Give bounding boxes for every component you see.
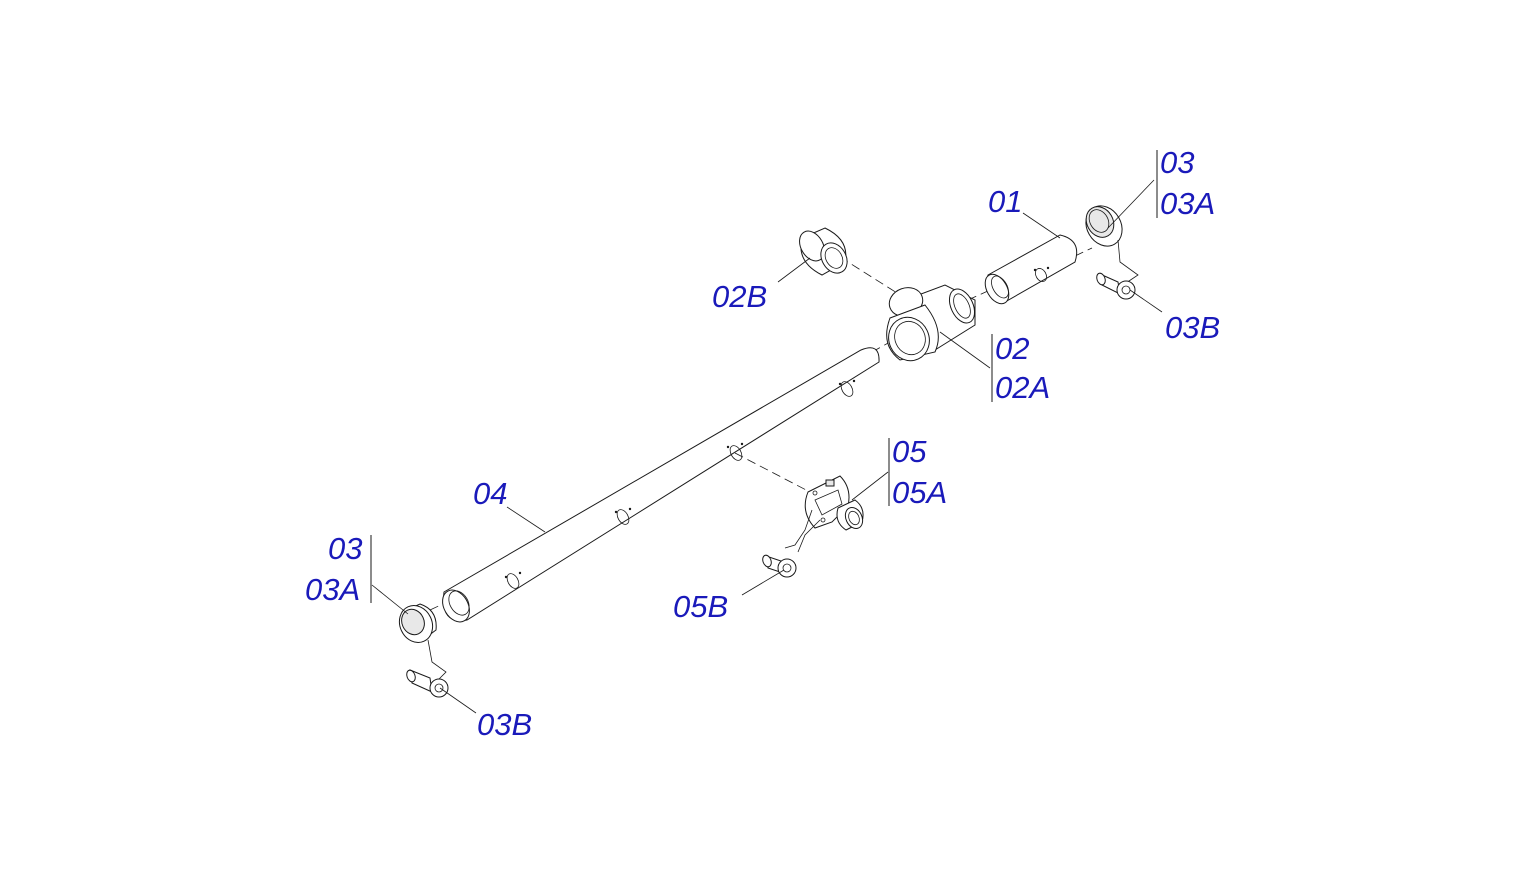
part-04-long-tube <box>442 347 880 623</box>
label-05: 05 <box>892 434 927 469</box>
leader-lines <box>370 150 1163 714</box>
label-03b-right: 03B <box>1165 310 1220 345</box>
part-03-left-end-cap <box>398 603 447 683</box>
label-03a-left: 03A <box>305 572 360 607</box>
label-03b-left: 03B <box>477 707 532 742</box>
label-02: 02 <box>995 331 1029 366</box>
label-03-right: 03 <box>1160 145 1194 180</box>
label-03a-right: 03A <box>1160 186 1215 221</box>
part-02-tee-fitting <box>886 284 976 362</box>
part-05-bracket-nozzle <box>784 475 864 553</box>
label-04: 04 <box>473 476 507 511</box>
label-05b: 05B <box>673 589 728 624</box>
part-02b-sleeve <box>799 227 848 276</box>
part-03b-left-pin <box>406 669 449 698</box>
part-05b-pin <box>762 554 797 578</box>
callout-labels: 01 03 03A 03B 02B 02 02A 05 05A 04 03 03… <box>305 145 1220 742</box>
part-01-short-tube <box>984 234 1078 305</box>
label-02a: 02A <box>995 370 1050 405</box>
label-02b: 02B <box>712 279 767 314</box>
part-03b-right-pin <box>1096 272 1136 300</box>
label-05a: 05A <box>892 475 947 510</box>
part-03-right-end-cap <box>1085 205 1139 284</box>
label-01: 01 <box>988 184 1022 219</box>
label-03-left: 03 <box>328 531 362 566</box>
